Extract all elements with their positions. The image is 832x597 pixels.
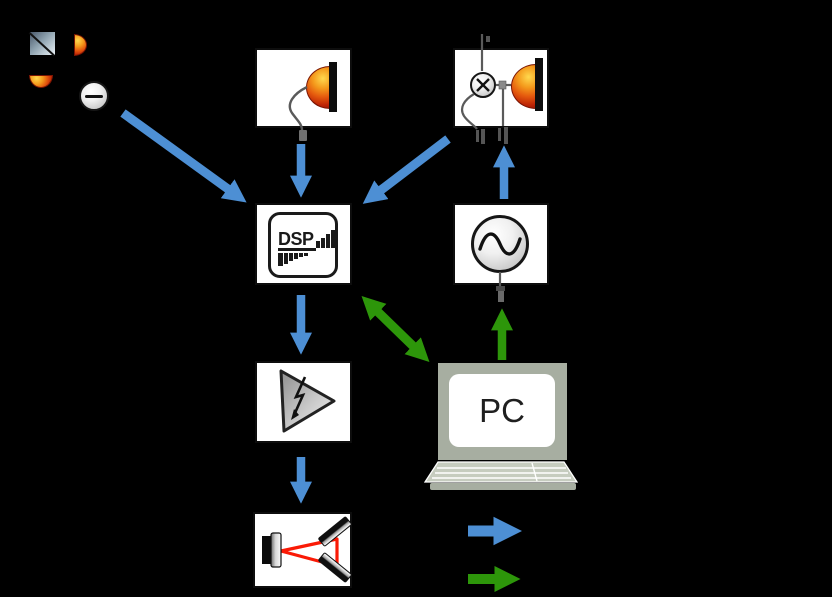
ring-cavity-icon [262, 516, 352, 583]
dsp-bar [294, 253, 298, 259]
dsp-label: DSP [278, 229, 314, 249]
arrow-mixer-to-dsp [362, 135, 451, 204]
cavity-mirror-bottom [318, 552, 352, 583]
dsp-bar [321, 238, 325, 248]
dsp-bar [278, 253, 283, 266]
wire-connector [498, 128, 501, 141]
hv-amplifier-icon [279, 369, 336, 433]
dsp-bar [284, 253, 288, 264]
cable-connector [299, 130, 307, 141]
dsp-bar [299, 253, 303, 257]
mixer-x-glyph [476, 78, 490, 92]
wire-connector [476, 130, 479, 142]
dsp-bar [331, 230, 335, 248]
photodetector-box [255, 48, 352, 128]
laptop-screen-inner: PC [449, 374, 555, 447]
laptop-keyboard [424, 461, 578, 483]
minus-sign [85, 95, 103, 98]
dsp-bar [289, 253, 293, 261]
arrow-dsp-pc-bidirectional [361, 296, 430, 362]
laptop-base [430, 483, 576, 490]
cavity-mirror-left [270, 532, 282, 568]
photodiode-down-icon [29, 75, 53, 88]
wire-connector [498, 291, 504, 302]
laser-beam-path [279, 537, 339, 568]
subtract-node-icon [79, 81, 109, 111]
wire-connector [504, 127, 508, 144]
signal-generator-icon [471, 215, 529, 273]
beamsplitter-diagonal [28, 32, 56, 57]
mixer-photodetector-bar [535, 58, 543, 111]
sine-wave-glyph [478, 232, 522, 256]
photodiode-right-icon [74, 34, 87, 56]
dsp-chip-icon: DSP [268, 212, 338, 278]
dsp-bar [316, 241, 320, 248]
dsp-bar [304, 253, 308, 256]
arrow-balanced-detector-to-dsp [120, 109, 247, 203]
wire-connector [486, 36, 490, 42]
wire-connector [496, 286, 505, 291]
pc-label: PC [479, 391, 525, 429]
dsp-underline [278, 248, 316, 251]
cavity-mirror-top [318, 516, 352, 547]
dsp-bar [326, 234, 330, 248]
mixer-icon [470, 72, 496, 98]
photodetector-bar [329, 62, 337, 112]
beamsplitter-icon [28, 32, 56, 57]
wire-connector [481, 129, 485, 144]
